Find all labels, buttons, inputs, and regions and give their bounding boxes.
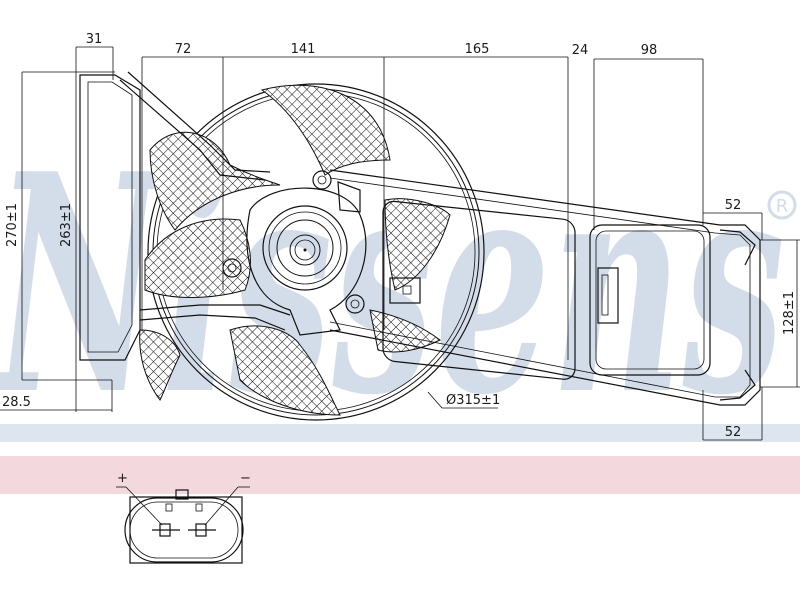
dim-141: 141	[291, 42, 316, 57]
right-bracket	[329, 169, 761, 406]
dim-72: 72	[175, 42, 192, 57]
mount-bolt	[345, 294, 365, 314]
dim-165: 165	[465, 42, 490, 57]
electrical-connector: + −	[116, 471, 251, 564]
top-dimensions: 31 72 141 165 24 98	[75, 32, 704, 360]
diameter-callout: Ø315±1	[427, 391, 500, 409]
dim-128: 128±1	[782, 291, 797, 335]
watermark-text: Nissens	[0, 108, 785, 461]
dim-52-top: 52	[725, 198, 742, 213]
connector-minus-label: −	[240, 471, 251, 486]
left-dimensions: 270±1 263±1 28.5	[0, 71, 115, 412]
dim-52-bottom: 52	[725, 425, 742, 440]
svg-text:R: R	[776, 196, 789, 217]
dim-31: 31	[86, 32, 103, 47]
dim-270: 270±1	[5, 203, 20, 247]
fan-blades	[139, 84, 451, 416]
dim-98: 98	[641, 43, 658, 58]
left-bracket	[79, 71, 291, 361]
motor-hub	[222, 170, 367, 336]
dim-263: 263±1	[59, 203, 74, 247]
dim-24: 24	[572, 43, 589, 58]
registered-mark-icon: R	[767, 190, 797, 220]
right-dimensions: 52 128±1 52	[702, 198, 800, 441]
dim-28-5: 28.5	[2, 395, 31, 410]
blue-band	[0, 424, 800, 442]
pink-band	[0, 456, 800, 494]
mount-bolt	[312, 170, 332, 190]
dim-diameter: Ø315±1	[446, 393, 500, 408]
connector-plus-label: +	[117, 471, 128, 486]
